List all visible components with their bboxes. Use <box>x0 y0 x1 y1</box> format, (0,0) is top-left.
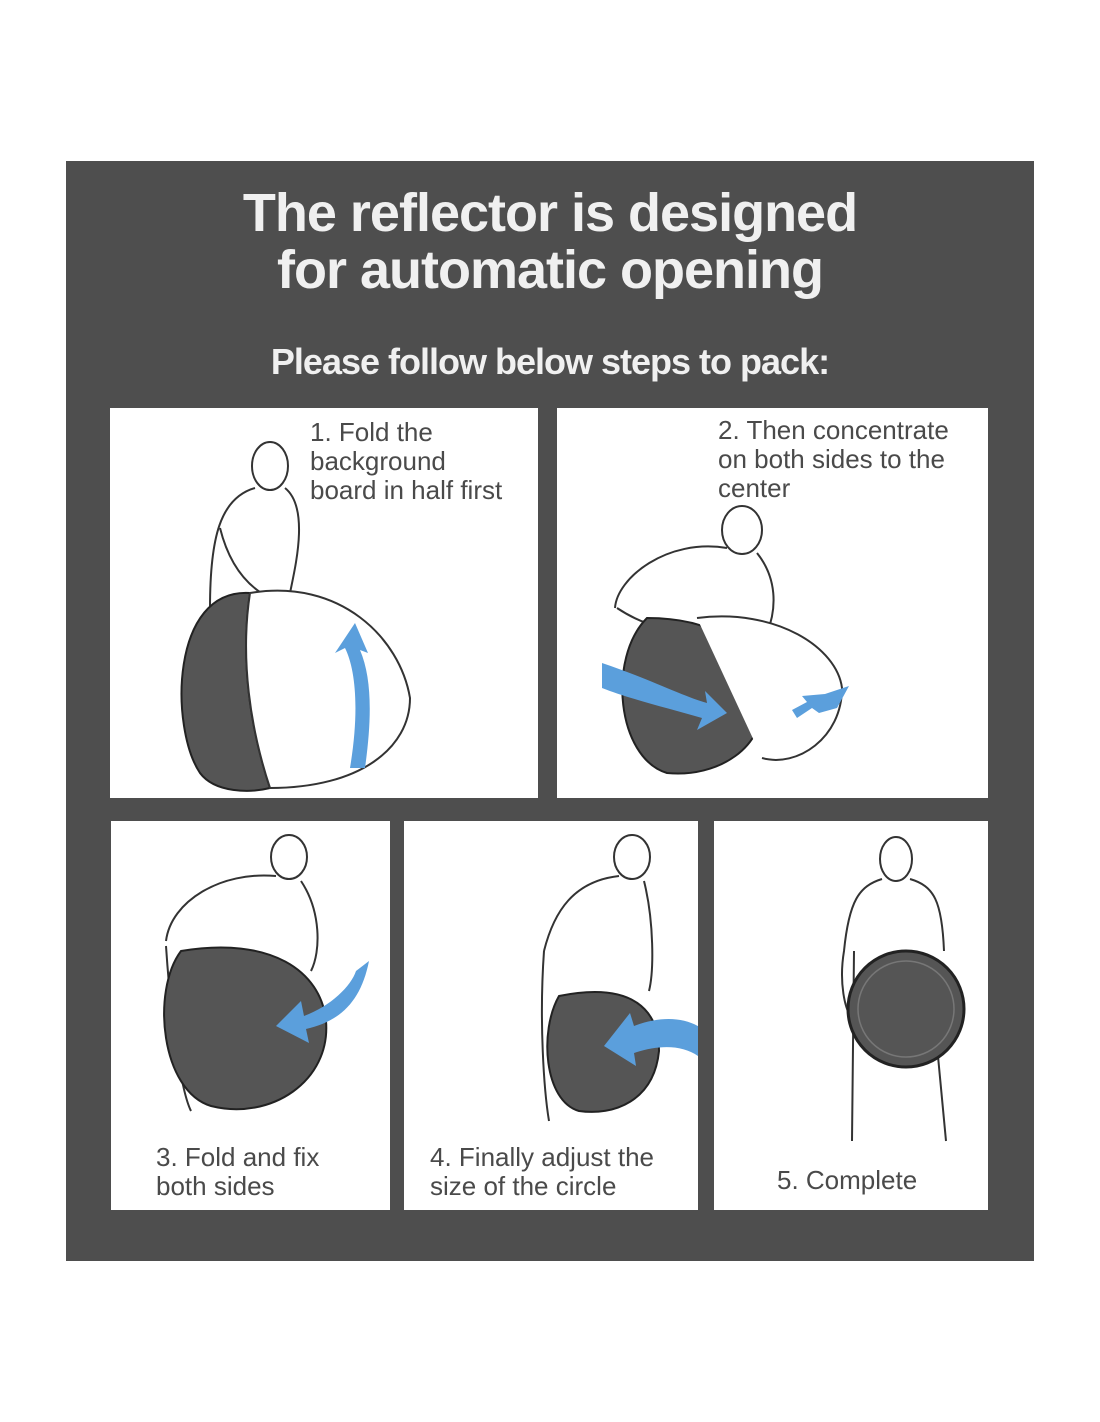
arrow-icon <box>602 663 727 730</box>
step-panel-4: 4. Finally adjust the size of the circle <box>404 821 698 1210</box>
arrow-icon <box>604 1013 698 1066</box>
person-icon <box>841 836 947 1142</box>
step-1-caption: 1. Fold the background board in half fir… <box>310 417 503 505</box>
arrow-icon <box>276 961 369 1043</box>
step-1-illustration <box>180 441 412 792</box>
person-icon <box>540 834 654 1122</box>
arrow-icon <box>335 623 370 768</box>
page-title: The reflector is designed for automatic … <box>66 185 1034 299</box>
reflector-light-half <box>245 589 412 790</box>
arrow-icon <box>792 686 849 718</box>
subtitle: Please follow below steps to pack: <box>270 341 830 382</box>
step-panel-2: 2. Then concentrate on both sides to the… <box>557 408 988 798</box>
step-5-caption: 5. Complete <box>777 1165 918 1195</box>
step-4-caption: 4. Finally adjust the size of the circle <box>430 1142 655 1201</box>
title-line-1: The reflector is designed <box>242 183 858 243</box>
step-2-caption: 2. Then concentrate on both sides to the… <box>718 415 949 503</box>
reflector-dark <box>546 991 661 1113</box>
packed-reflector <box>846 949 966 1069</box>
step-panel-5: 5. Complete <box>714 821 988 1210</box>
title-line-2: for automatic opening <box>277 240 824 300</box>
reflector-dark <box>163 946 328 1111</box>
step-2-illustration <box>602 505 849 775</box>
step-4-illustration <box>540 834 698 1122</box>
step-3-caption: 3. Fold and fix both sides <box>156 1142 320 1201</box>
step-3-illustration <box>163 834 369 1112</box>
step-panel-3: 3. Fold and fix both sides <box>111 821 390 1210</box>
step-5-illustration <box>841 836 966 1142</box>
step-panel-1: 1. Fold the background board in half fir… <box>110 408 538 798</box>
person-icon <box>614 505 775 634</box>
